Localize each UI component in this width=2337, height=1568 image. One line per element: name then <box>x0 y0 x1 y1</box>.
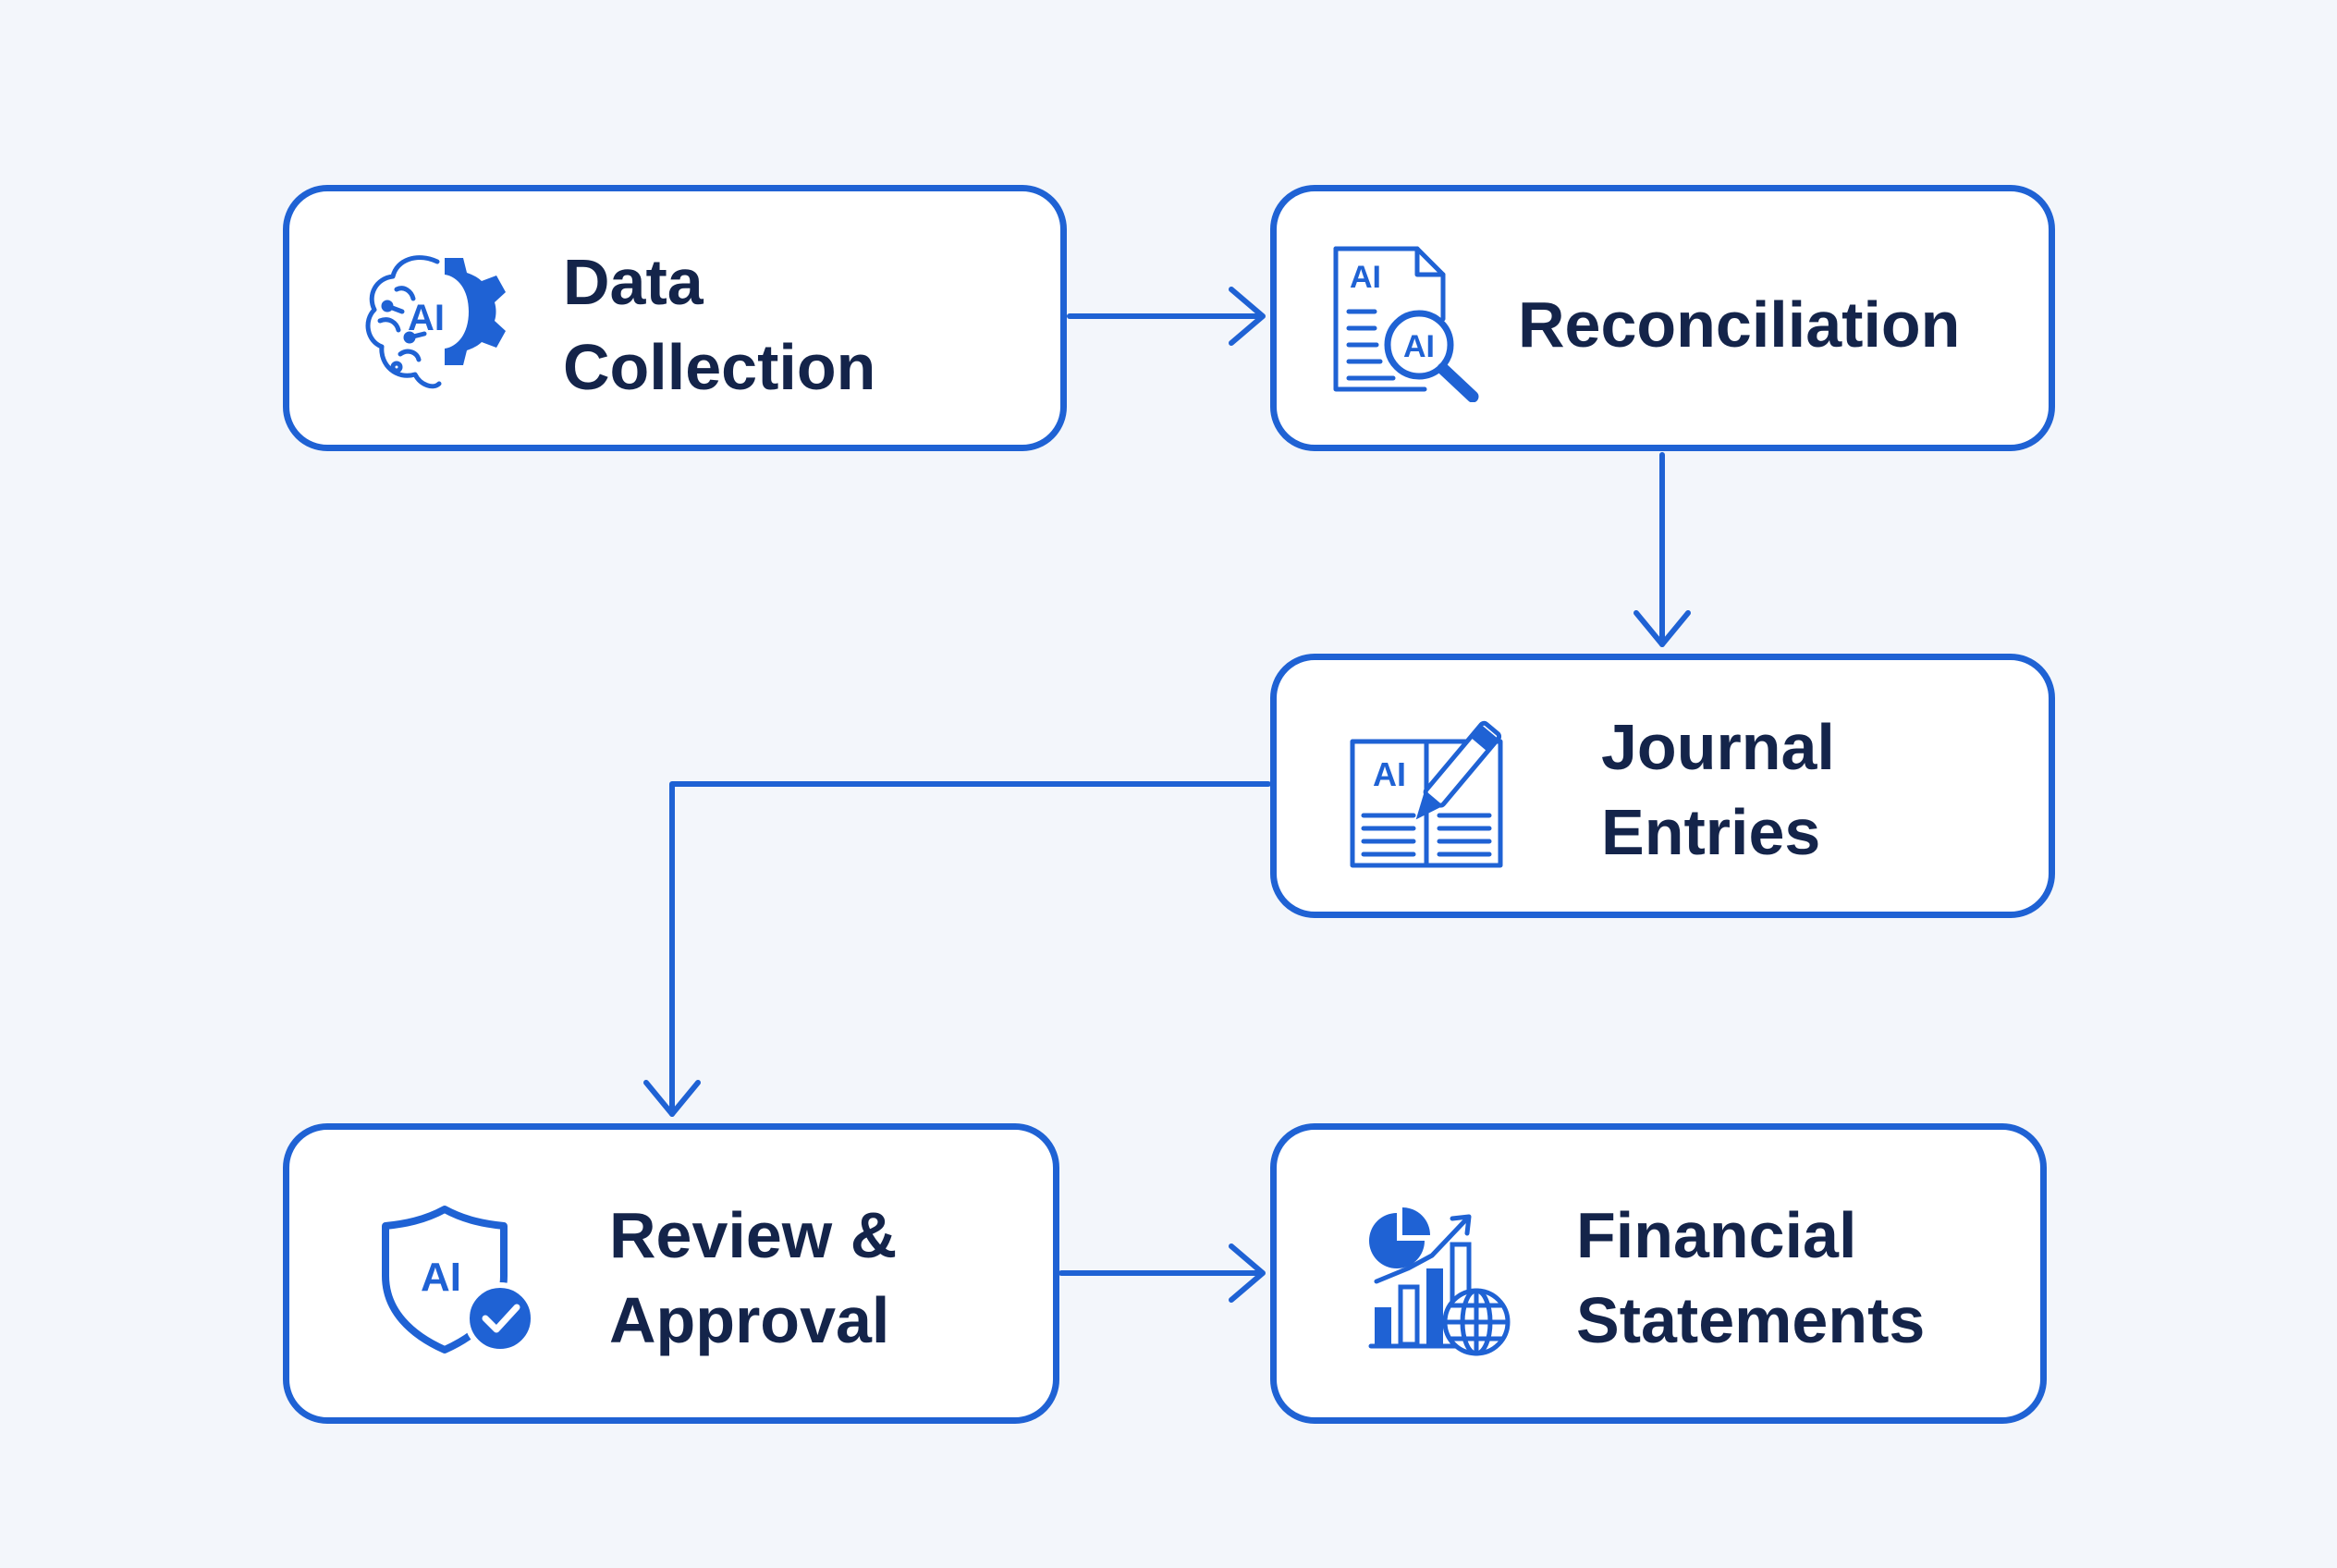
edge-reconciliation-to-journal-entries <box>1633 452 1691 647</box>
ai-shield-check-icon: AI <box>380 1204 546 1361</box>
edge-journal-entries-to-review-approval <box>643 781 1271 1117</box>
ai-document-magnifier-icon: AI AI <box>1328 243 1495 403</box>
node-journal-entries[interactable]: AI Journal Entries <box>1270 654 2055 918</box>
ai-ledger-pen-icon: AI <box>1349 714 1515 871</box>
edge-data-collection-to-reconciliation <box>1067 287 1266 346</box>
node-financial-statements[interactable]: Financial Statements <box>1270 1123 2047 1424</box>
svg-text:AI: AI <box>421 1255 461 1300</box>
chart-globe-icon <box>1367 1204 1534 1361</box>
node-label: Data Collection <box>563 246 876 403</box>
svg-text:AI: AI <box>408 298 445 338</box>
svg-text:AI: AI <box>1373 755 1406 793</box>
node-label: Financial Statements <box>1576 1199 1926 1356</box>
node-data-collection[interactable]: AI Data Collection <box>283 185 1067 451</box>
node-label: Review & Approval <box>609 1199 898 1356</box>
node-review-approval[interactable]: AI Review & Approval <box>283 1123 1059 1424</box>
node-reconciliation[interactable]: AI AI Reconciliation <box>1270 185 2055 451</box>
node-label: Journal Entries <box>1601 711 1835 868</box>
svg-text:AI: AI <box>1350 260 1381 295</box>
node-label: Reconciliation <box>1518 288 1961 361</box>
edge-review-approval-to-financial-statements <box>1058 1243 1266 1303</box>
svg-text:AI: AI <box>1403 329 1435 364</box>
ai-brain-gear-icon: AI <box>360 245 526 402</box>
